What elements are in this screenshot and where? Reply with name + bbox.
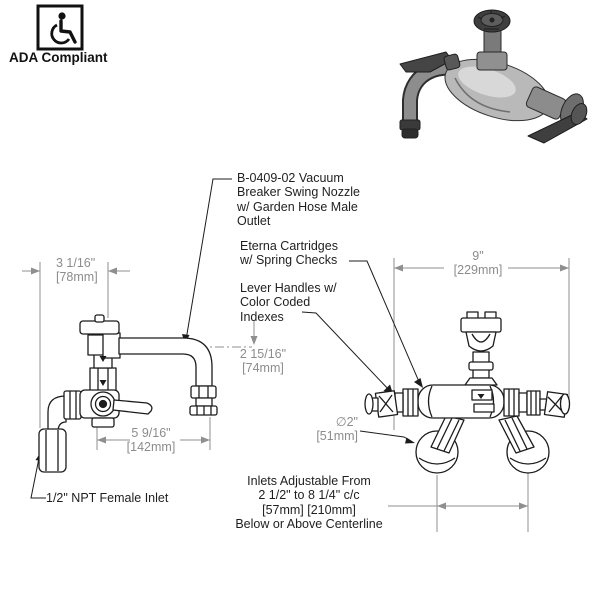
dim-handle-diameter: ∅2" [51mm]: [288, 415, 358, 444]
dim-overall-width-mm: [229mm]: [453, 263, 503, 278]
dim-wall-to-center-in: 3 1/16": [56, 256, 96, 270]
front-view-drawing: [364, 311, 571, 474]
dim-spout-reach-in: 5 9/16": [131, 426, 171, 440]
dim-spout-reach: 5 9/16" [142mm]: [105, 426, 197, 455]
leader-lines: [30, 178, 421, 499]
dim-overall-width-in: 9": [472, 249, 484, 263]
callout-cartridges: Eterna Cartridges w/ Spring Checks: [240, 239, 338, 268]
dim-spout-reach-mm: [142mm]: [126, 440, 176, 455]
dim-spout-drop-mm: [74mm]: [242, 361, 284, 376]
dim-handle-diameter-mm: [51mm]: [316, 429, 358, 444]
dim-wall-to-center-mm: [78mm]: [56, 270, 98, 285]
callout-adjustability: Inlets Adjustable From 2 1/2" to 8 1/4" …: [235, 474, 383, 531]
side-view-drawing: [38, 314, 218, 473]
dim-handle-diameter-in: ∅2": [335, 415, 358, 429]
product-photo: [399, 9, 588, 144]
wheelchair-icon: [36, 4, 84, 51]
callout-inlet: 1/2" NPT Female Inlet: [46, 491, 169, 505]
dim-spout-drop-in: 2 15/16": [239, 347, 287, 361]
dim-overall-width: 9" [229mm]: [432, 249, 524, 278]
callout-handles: Lever Handles w/ Color Coded Indexes: [240, 281, 337, 324]
callout-nozzle: B-0409-02 Vacuum Breaker Swing Nozzle w/…: [237, 171, 360, 228]
ada-compliant-label: ADA Compliant: [9, 50, 108, 65]
dim-wall-to-center: 3 1/16" [78mm]: [56, 256, 136, 285]
dim-spout-drop: 2 15/16" [74mm]: [225, 347, 301, 376]
dimension-arrows: [31, 264, 569, 510]
